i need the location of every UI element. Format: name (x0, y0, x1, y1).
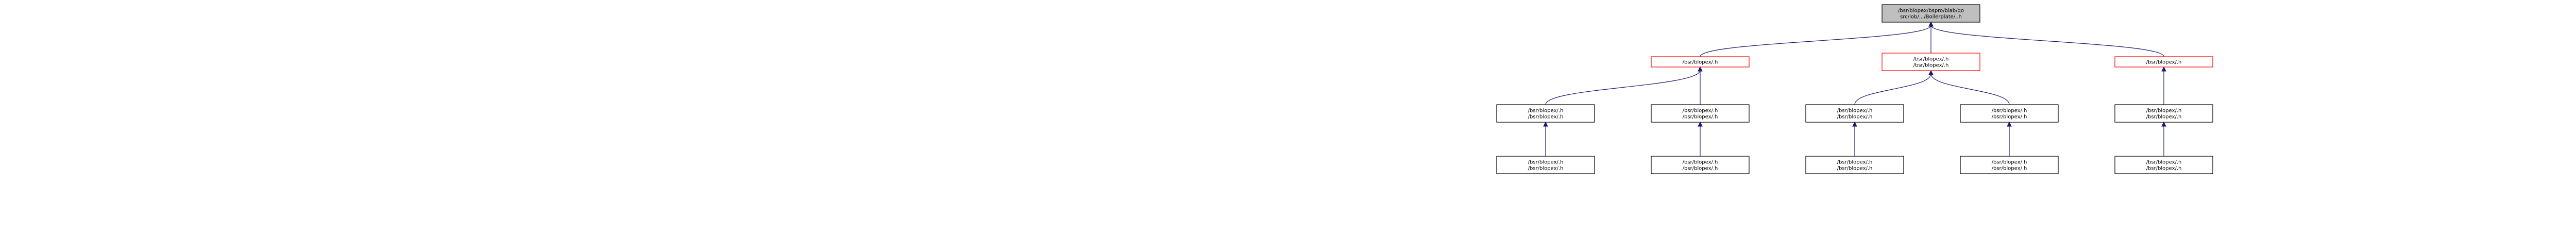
edge-line (1854, 73, 1931, 105)
node-label-line: /bsr/blopex/.h (2146, 166, 2182, 172)
node-box (1805, 104, 1904, 123)
node-box (1882, 4, 1980, 23)
graph-node[interactable]: /bsr/blopex/.h/bsr/blopex/.h (1805, 156, 1904, 174)
edges-layer (1543, 21, 2166, 157)
dependency-edge (2161, 121, 2166, 156)
graph-node[interactable]: /bsr/blopex/.h/bsr/blopex/.h (1882, 53, 1980, 71)
graph-node-root[interactable]: /bsr/blopex/bspro/blab/qosrc/lob/.../Boi… (1882, 4, 1980, 23)
node-box (1960, 156, 2059, 174)
graph-node[interactable]: /bsr/blopex/.h/bsr/blopex/.h (1651, 104, 1750, 123)
node-label-line: /bsr/blopex/.h (1683, 160, 1718, 165)
graph-node[interactable]: /bsr/blopex/.h/bsr/blopex/.h (2114, 104, 2213, 123)
node-label-line: /bsr/blopex/.h (1837, 166, 1873, 172)
graph-node[interactable]: /bsr/blopex/.h/bsr/blopex/.h (1496, 104, 1595, 123)
node-label-line: /bsr/blopex/.h (1683, 114, 1718, 120)
node-box (1651, 104, 1750, 123)
node-label-line: /bsr/blopex/.h (1528, 114, 1564, 120)
node-label-line: /bsr/blopex/.h (1528, 166, 1564, 172)
edge-arrowhead (1852, 121, 1857, 127)
node-label-line: /bsr/blopex/.h (2146, 60, 2182, 65)
graph-node[interactable]: /bsr/blopex/.h (1651, 56, 1750, 68)
node-label-line: /bsr/blopex/.h (2146, 160, 2182, 165)
dependency-edge (1700, 21, 1934, 57)
node-label-line: /bsr/blopex/bspro/blab/qo (1898, 8, 1964, 14)
nodes-layer: /bsr/blopex/bspro/blab/qosrc/lob/.../Boi… (1496, 4, 2213, 174)
node-box (2114, 104, 2213, 123)
node-box (1882, 53, 1980, 71)
node-label-line: /bsr/blopex/.h (1913, 63, 1949, 69)
node-box (2114, 156, 2213, 174)
edge-arrowhead (2161, 66, 2166, 72)
node-label-line: /bsr/blopex/.h (1837, 114, 1873, 120)
node-box (1651, 156, 1750, 174)
edge-line (1930, 25, 2164, 57)
edge-line (1700, 25, 1931, 57)
node-label-line: /bsr/blopex/.h (1528, 108, 1564, 114)
node-label-line: /bsr/blopex/.h (1913, 57, 1949, 62)
node-label-line: /bsr/blopex/.h (1837, 108, 1873, 114)
dependency-edge (1852, 121, 1857, 157)
dependency-edge (2161, 66, 2166, 105)
graph-node[interactable]: /bsr/blopex/.h/bsr/blopex/.h (2114, 156, 2213, 174)
dependency-edge (1545, 66, 1703, 105)
edge-line (1930, 73, 2010, 105)
dependency-edge (1698, 66, 1703, 105)
node-box (1496, 104, 1595, 123)
graph-node[interactable]: /bsr/blopex/.h/bsr/blopex/.h (1805, 104, 1904, 123)
node-label-line: /bsr/blopex/.h (1683, 108, 1718, 114)
node-box (1496, 156, 1595, 174)
edge-arrowhead (2007, 121, 2012, 127)
node-label-line: /bsr/blopex/.h (2146, 108, 2182, 114)
graph-node[interactable]: /bsr/blopex/.h/bsr/blopex/.h (1960, 156, 2059, 174)
dependency-edge (1543, 121, 1548, 156)
node-label-line: /bsr/blopex/.h (1992, 166, 2027, 172)
node-label-line: /bsr/blopex/.h (1528, 160, 1564, 165)
node-box (2114, 56, 2213, 68)
graph-node[interactable]: /bsr/blopex/.h/bsr/blopex/.h (1496, 156, 1595, 174)
dependency-edge (1698, 121, 1703, 156)
node-label-line: src/lob/.../Boilerplate/..h (1900, 14, 1962, 20)
dependency-edge (1928, 21, 1934, 53)
dependency-edge (1928, 21, 2164, 57)
dependency-edge (1928, 70, 2010, 105)
node-label-line: /bsr/blopex/.h (1683, 166, 1718, 172)
dependency-edge (1854, 70, 1934, 105)
node-label-line: /bsr/blopex/.h (2146, 114, 2182, 120)
node-box (1805, 156, 1904, 174)
edge-line (1545, 70, 1701, 105)
node-label-line: /bsr/blopex/.h (1992, 108, 2027, 114)
graph-node[interactable]: /bsr/blopex/.h/bsr/blopex/.h (1651, 156, 1750, 174)
graph-node[interactable]: /bsr/blopex/.h/bsr/blopex/.h (1960, 104, 2059, 123)
node-box (1651, 56, 1750, 68)
edge-arrowhead (1698, 121, 1703, 127)
graph-node[interactable]: /bsr/blopex/.h (2114, 56, 2213, 68)
dependency-edge (2007, 121, 2012, 157)
edge-arrowhead (1928, 70, 1934, 75)
node-label-line: /bsr/blopex/.h (1837, 160, 1873, 165)
edge-arrowhead (2161, 121, 2166, 127)
node-label-line: /bsr/blopex/.h (1683, 60, 1718, 65)
node-label-line: /bsr/blopex/.h (1992, 114, 2027, 120)
edge-arrowhead (1698, 66, 1703, 72)
node-label-line: /bsr/blopex/.h (1992, 160, 2027, 165)
edge-arrowhead (1928, 21, 1934, 27)
node-box (1960, 104, 2059, 123)
edge-arrowhead (1543, 121, 1548, 127)
